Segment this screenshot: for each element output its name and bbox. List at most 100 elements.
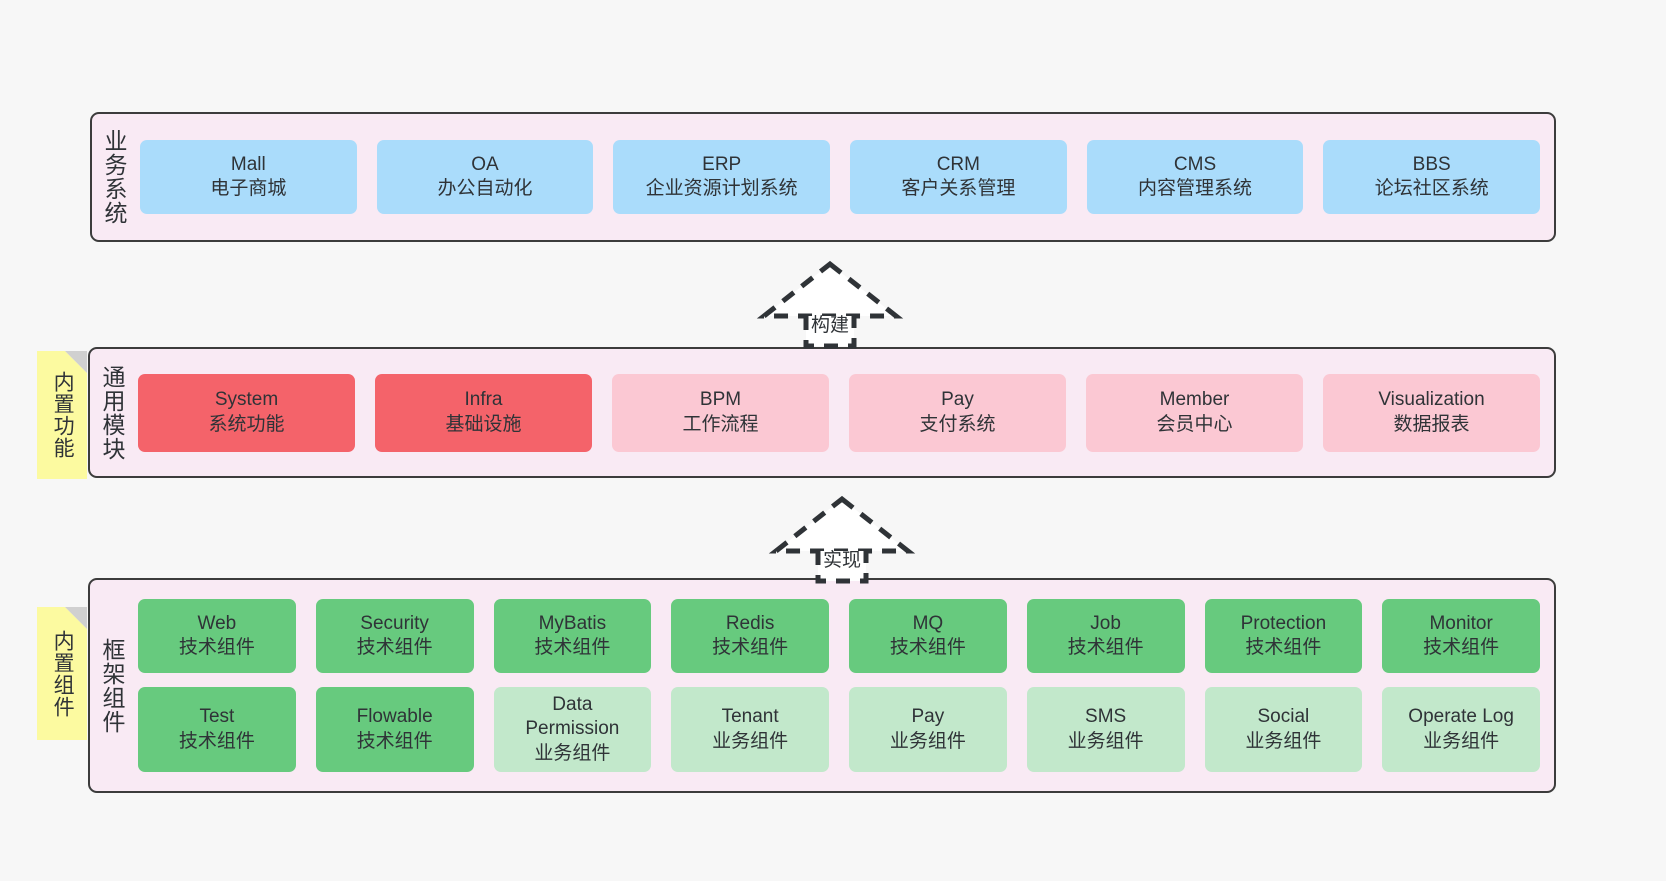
card-subtitle: 技术组件	[712, 637, 789, 658]
card-subtitle: 支付系统	[919, 413, 996, 435]
card-oa[interactable]: OA 办公自动化	[376, 140, 594, 214]
card-mall[interactable]: Mall 电子商城	[140, 140, 357, 214]
card-row: Mall 电子商城 OA 办公自动化 ERP 企业资源计划系统 CRM 客户关系…	[140, 140, 1541, 214]
layer-common-modules: 通用模块 System 系统功能 Infra 基础设施 BPM 工作流程 Pay…	[88, 347, 1556, 478]
card-flowable[interactable]: Flowable 技术组件	[315, 687, 474, 772]
card-title: CRM	[936, 153, 980, 175]
card-row: Test 技术组件 Flowable 技术组件 Data Permission …	[138, 687, 1540, 772]
card-title: Protection	[1240, 612, 1327, 634]
card-subtitle: 技术组件	[356, 730, 433, 752]
layer-body-framework-components: Web 技术组件 Security 技术组件 MyBatis 技术组件 Redi…	[134, 580, 1554, 791]
card-subtitle: 论坛社区系统	[1374, 178, 1489, 199]
card-title: Pay	[911, 706, 945, 728]
card-pay-component[interactable]: Pay 业务组件	[849, 687, 1007, 772]
sticky-note-builtin-features: 内置功能	[37, 351, 87, 479]
card-cms[interactable]: CMS 内容管理系统	[1086, 140, 1304, 214]
card-title: Mall	[230, 153, 266, 175]
layer-title-common-modules: 通用模块	[99, 364, 126, 461]
card-title: BPM	[699, 389, 742, 411]
card-title: Flowable	[356, 706, 433, 728]
card-subtitle: 会员中心	[1156, 413, 1233, 435]
card-subtitle: 技术组件	[534, 637, 611, 658]
card-bpm[interactable]: BPM 工作流程	[612, 373, 829, 452]
card-subtitle: 技术组件	[1067, 637, 1144, 658]
layer-framework-components: 框架组件 Web 技术组件 Security 技术组件 MyBatis 技术组件…	[88, 578, 1556, 793]
sticky-note-label: 内置功能	[51, 371, 75, 459]
card-tenant[interactable]: Tenant 业务组件	[671, 687, 829, 772]
card-title: CMS	[1173, 153, 1217, 175]
card-operate-log[interactable]: Operate Log 业务组件	[1382, 687, 1540, 772]
card-subtitle: 技术组件	[178, 730, 255, 752]
card-protection[interactable]: Protection 技术组件	[1204, 599, 1363, 673]
card-title: Tenant	[721, 706, 779, 728]
card-pay[interactable]: Pay 支付系统	[849, 373, 1066, 452]
card-sms[interactable]: SMS 业务组件	[1026, 687, 1185, 772]
sticky-note-label: 内置组件	[51, 629, 75, 718]
card-monitor[interactable]: Monitor 技术组件	[1382, 599, 1540, 673]
card-subtitle: 技术组件	[356, 637, 433, 658]
card-row: System 系统功能 Infra 基础设施 BPM 工作流程 Pay 支付系统…	[138, 373, 1540, 452]
card-crm[interactable]: CRM 客户关系管理	[850, 140, 1067, 214]
card-title: Member	[1159, 389, 1230, 411]
card-subtitle: 技术组件	[1423, 637, 1500, 658]
card-row: Web 技术组件 Security 技术组件 MyBatis 技术组件 Redi…	[138, 599, 1540, 673]
card-bbs[interactable]: BBS 论坛社区系统	[1323, 140, 1541, 214]
card-title: Social	[1257, 706, 1310, 728]
layer-body-common-modules: System 系统功能 Infra 基础设施 BPM 工作流程 Pay 支付系统…	[134, 349, 1554, 476]
card-title: Pay	[941, 389, 974, 411]
card-title: SMS	[1085, 706, 1127, 728]
card-mybatis[interactable]: MyBatis 技术组件	[493, 599, 652, 673]
card-subtitle: 业务组件	[1245, 730, 1322, 752]
card-title: BBS	[1412, 153, 1451, 175]
card-subtitle: 内容管理系统	[1138, 178, 1253, 199]
card-data-permission[interactable]: Data Permission 业务组件	[493, 687, 652, 772]
card-subtitle: 业务组件	[1067, 730, 1144, 752]
connector-stem	[815, 551, 869, 584]
generalization-arrowhead	[756, 260, 904, 319]
card-subtitle: 电子商城	[210, 178, 287, 199]
card-title: System	[214, 389, 279, 411]
card-subtitle: 业务组件	[534, 742, 611, 764]
sticky-note-builtin-components: 内置组件	[37, 607, 87, 740]
card-title: MyBatis	[538, 612, 607, 634]
card-subtitle: 业务组件	[889, 730, 966, 752]
card-mq[interactable]: MQ 技术组件	[849, 599, 1007, 673]
card-system[interactable]: System 系统功能	[138, 373, 355, 452]
card-subtitle: 技术组件	[178, 637, 255, 658]
card-test[interactable]: Test 技术组件	[138, 687, 296, 772]
layer-business-systems: 业务系统 Mall 电子商城 OA 办公自动化 ERP 企业资源计划系统 CRM…	[90, 112, 1556, 242]
card-redis[interactable]: Redis 技术组件	[671, 599, 829, 673]
layer-body-business-systems: Mall 电子商城 OA 办公自动化 ERP 企业资源计划系统 CRM 客户关系…	[136, 114, 1554, 240]
generalization-arrowhead	[768, 495, 916, 554]
card-title: OA	[471, 153, 499, 175]
layer-title-business-systems: 业务系统	[101, 129, 128, 225]
connector-implement: 实现	[768, 493, 916, 584]
card-subtitle: 技术组件	[1245, 637, 1322, 658]
layer-title-framework-components: 框架组件	[99, 637, 126, 734]
card-job[interactable]: Job 技术组件	[1026, 599, 1185, 673]
card-social[interactable]: Social 业务组件	[1204, 687, 1363, 772]
card-title: Data Permission	[525, 694, 620, 740]
card-subtitle: 数据报表	[1393, 413, 1470, 435]
card-title: MQ	[912, 612, 944, 634]
card-title: Operate Log	[1408, 706, 1514, 728]
card-visualization[interactable]: Visualization 数据报表	[1323, 373, 1540, 452]
card-title: Test	[199, 706, 235, 728]
card-infra[interactable]: Infra 基础设施	[375, 373, 592, 452]
connector-stem	[803, 316, 857, 349]
card-title: ERP	[702, 153, 742, 175]
card-subtitle: 客户关系管理	[901, 178, 1016, 199]
card-web[interactable]: Web 技术组件	[138, 599, 296, 673]
card-title: Job	[1090, 612, 1121, 634]
card-subtitle: 系统功能	[208, 413, 285, 435]
connector-build: 构建	[756, 258, 904, 349]
card-erp[interactable]: ERP 企业资源计划系统	[613, 140, 831, 214]
card-member[interactable]: Member 会员中心	[1086, 373, 1303, 452]
connector-label-build: 构建	[810, 315, 850, 336]
card-title: Infra	[464, 389, 503, 411]
card-title: Redis	[725, 612, 775, 634]
connector-label-implement: 实现	[822, 550, 862, 571]
card-security[interactable]: Security 技术组件	[315, 599, 474, 673]
card-subtitle: 基础设施	[445, 413, 522, 435]
